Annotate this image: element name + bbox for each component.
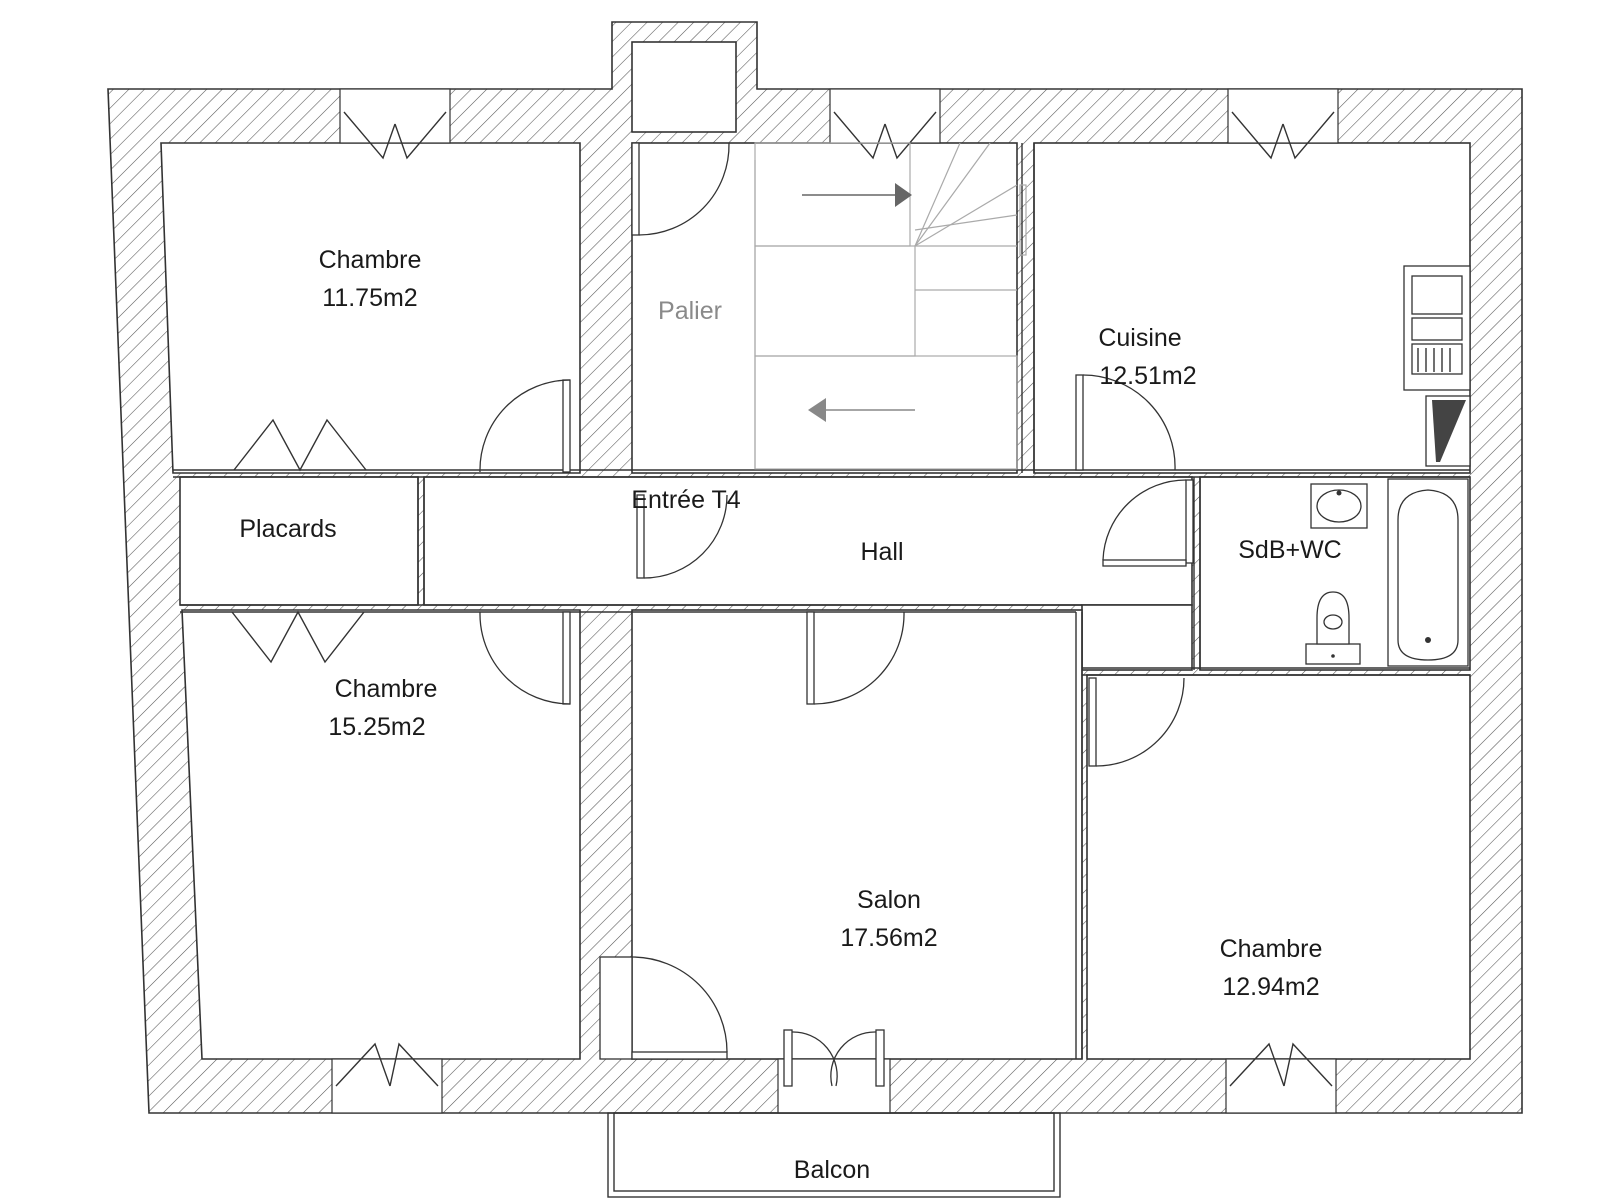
label-sdb: SdB+WC	[1238, 536, 1342, 564]
label-balcon: Balcon	[794, 1156, 870, 1184]
label-entree: Entrée T4	[631, 486, 740, 514]
window-palier	[829, 88, 941, 144]
interior-doors	[479, 142, 1194, 1060]
label-chambre-2-area: 15.25m2	[328, 713, 425, 741]
bathtub-icon	[1387, 478, 1469, 667]
balcony-door	[777, 1058, 891, 1114]
stair-arrow-icon	[802, 183, 912, 207]
staircase	[754, 142, 1027, 470]
toilet-icon	[1305, 591, 1361, 665]
window-cuisine	[1227, 88, 1339, 144]
room-chambre-2	[181, 609, 581, 1060]
room-labels: Chambre 11.75m2 Palier Cuisine 12.51m2 P…	[239, 246, 1341, 1184]
room-hall	[423, 476, 1193, 606]
label-chambre-1-name: Chambre	[319, 246, 422, 274]
label-palier: Palier	[658, 297, 722, 325]
sink-icon	[1310, 483, 1368, 529]
room-salon	[631, 609, 1083, 1060]
label-salon-area: 17.56m2	[840, 924, 937, 952]
windows	[331, 88, 1339, 1114]
label-cuisine-name: Cuisine	[1098, 324, 1181, 352]
label-salon-name: Salon	[857, 886, 921, 914]
stair-arrow-icon	[808, 398, 915, 422]
room-hall-corridor	[1081, 604, 1193, 671]
closet-doors	[231, 418, 367, 664]
bathroom-fixtures	[1305, 478, 1469, 667]
label-chambre-3-name: Chambre	[1220, 935, 1323, 963]
fridge-icon	[1425, 395, 1471, 467]
balcony-outline	[607, 1112, 1061, 1198]
room-chambre-3	[1086, 674, 1471, 1060]
label-chambre-2-name: Chambre	[335, 675, 438, 703]
kitchen-appliances	[1403, 265, 1471, 467]
window-chambre-1	[339, 88, 451, 144]
label-hall: Hall	[860, 538, 903, 566]
label-chambre-1-area: 11.75m2	[322, 284, 417, 312]
rooms	[160, 142, 1471, 1060]
label-placards: Placards	[239, 515, 336, 543]
room-cuisine	[1033, 142, 1471, 474]
label-cuisine-area: 12.51m2	[1099, 362, 1196, 390]
label-chambre-3-area: 12.94m2	[1222, 973, 1319, 1001]
stove-icon	[1403, 265, 1471, 391]
partitions	[173, 143, 1470, 1059]
window-chambre-3	[1225, 1058, 1337, 1114]
window-chambre-2	[331, 1058, 443, 1114]
balcony	[607, 1112, 1061, 1198]
